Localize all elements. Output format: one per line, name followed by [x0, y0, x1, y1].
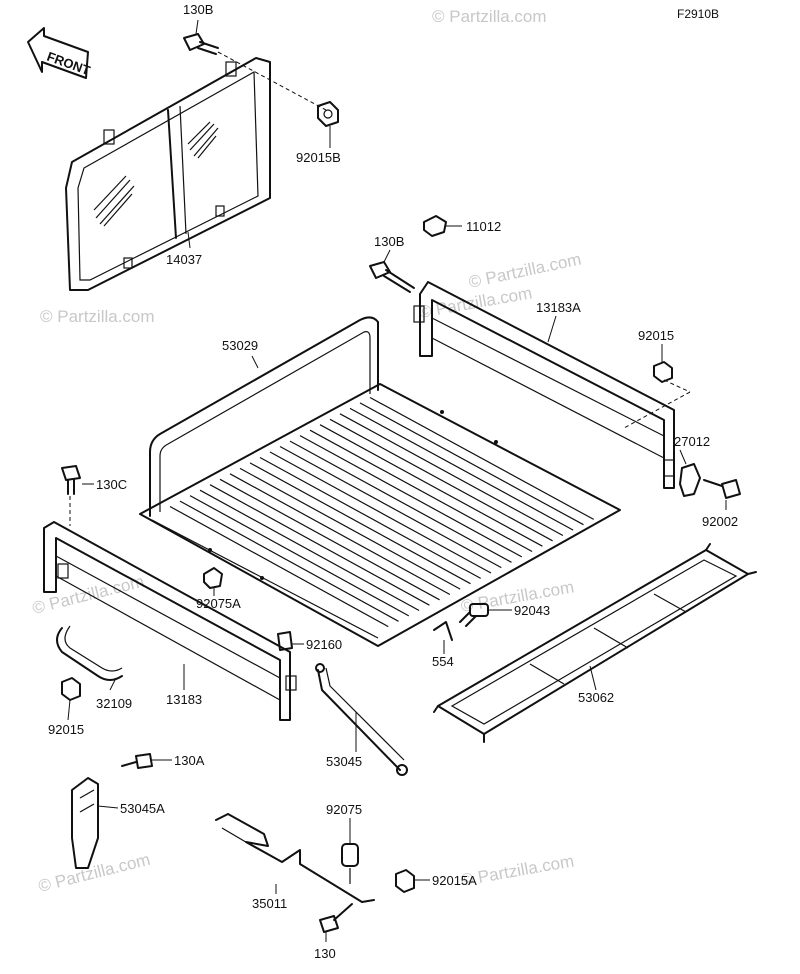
bed-rib [169, 505, 389, 628]
callout-32109: 32109 [96, 696, 132, 711]
clip-icon [433, 621, 453, 641]
bed-rib [189, 495, 410, 617]
nut-icon [395, 869, 415, 893]
callout-130A: 130A [174, 753, 205, 768]
callout-14037: 14037 [166, 252, 202, 267]
callout-92002: 92002 [702, 514, 738, 529]
callout-92015B: 92015B [296, 150, 341, 165]
callout-13183: 13183 [166, 692, 202, 707]
front-arrow-label: FRONT [45, 49, 92, 78]
clip-icon [277, 631, 293, 651]
callout-92043: 92043 [514, 603, 550, 618]
bolt-icon [183, 33, 219, 55]
bed-rib [269, 451, 492, 574]
bolt-icon [61, 465, 81, 495]
callout-92160: 92160 [306, 637, 342, 652]
callout-53062: 53062 [578, 690, 614, 705]
latch-53045A [71, 777, 99, 869]
callout-53045A: 53045A [120, 801, 165, 816]
callout-130C: 130C [96, 477, 127, 492]
bolt-icon [369, 261, 415, 293]
watermark-layer: © Partzilla.com © Partzilla.com © Partzi… [30, 7, 583, 896]
callout-92075A: 92075A [196, 596, 241, 611]
cargo-bed-53029 [139, 316, 621, 647]
callout-53045: 53045 [326, 754, 362, 769]
callout-labels: 130B 92015B 14037 11012 130B 13183A 5302… [48, 2, 738, 961]
clip-icon [423, 215, 447, 237]
bolt-icon [319, 903, 353, 933]
bracket-27012 [679, 463, 701, 497]
cable-53045 [315, 663, 408, 776]
bed-rib [329, 418, 553, 542]
callout-11012: 11012 [466, 219, 501, 234]
callout-13183A: 13183A [536, 300, 581, 315]
guard-frame-14037 [65, 57, 271, 291]
bolt-icon [703, 479, 741, 499]
callout-130B: 130B [374, 234, 404, 249]
bed-rib [369, 396, 594, 520]
nut-icon [653, 361, 673, 383]
nut-icon [317, 101, 339, 127]
bed-rib [339, 413, 564, 537]
callout-92075: 92075 [326, 802, 362, 817]
callout-92015: 92015 [48, 722, 84, 737]
watermark: © Partzilla.com [36, 850, 152, 896]
callout-92015: 92015 [638, 328, 674, 343]
bed-rib [319, 424, 543, 547]
front-arrow-icon: FRONT [27, 27, 92, 79]
bed-rib [249, 462, 471, 585]
bed-rib [229, 473, 451, 596]
side-panel-13183 [43, 521, 297, 721]
bed-rib [259, 456, 481, 579]
bed-rib [209, 484, 430, 606]
tailgate-53062 [433, 543, 757, 743]
watermark: © Partzilla.com [40, 307, 155, 326]
leader-lines [67, 19, 727, 942]
bed-rib [279, 445, 502, 569]
callout-27012: 27012 [674, 434, 710, 449]
callout-554: 554 [432, 654, 454, 669]
bushing-icon [341, 843, 359, 884]
handle-32109 [56, 625, 123, 681]
bed-rib [179, 500, 399, 622]
callout-92015A: 92015A [432, 873, 477, 888]
bolt-icon [121, 753, 153, 769]
callout-53029: 53029 [222, 338, 258, 353]
bed-ribs [169, 396, 594, 628]
nut-icon [203, 567, 223, 589]
bed-rib [219, 478, 440, 601]
callout-130: 130 [314, 946, 336, 961]
bed-rib [299, 435, 523, 558]
bed-rib [199, 489, 420, 612]
figure-code: F2910B [677, 7, 719, 21]
callout-130B: 130B [183, 2, 213, 17]
lever-rod-35011 [215, 813, 375, 903]
bed-rib [349, 407, 574, 531]
bed-rib [239, 467, 461, 590]
nut-icon [61, 677, 81, 701]
bed-rib [289, 440, 512, 563]
watermark: © Partzilla.com [432, 7, 547, 26]
side-panel-13183A [413, 281, 675, 489]
bed-rib [359, 402, 584, 526]
callout-35011: 35011 [252, 896, 287, 911]
bed-rib [309, 429, 533, 553]
